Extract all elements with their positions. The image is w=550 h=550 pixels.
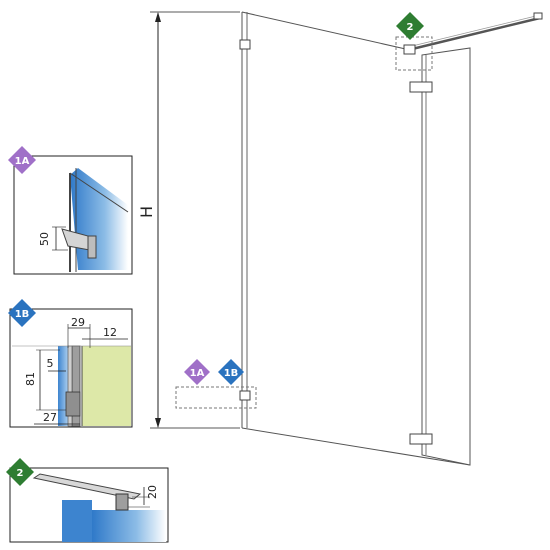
detail-2-glass-right [92, 510, 166, 542]
callout-box-2 [395, 36, 433, 71]
stabilizer-end [533, 12, 543, 20]
dim-81-label: 81 [24, 372, 37, 386]
wall-top-line [241, 11, 411, 51]
detail-2-glass [62, 500, 92, 542]
glass-panel [421, 47, 471, 466]
callout-badge-1b: 1B [218, 359, 244, 385]
callout-badge-1a: 1A [184, 359, 210, 385]
arrow-bottom [155, 418, 161, 428]
detail-1a-top-edge [69, 172, 129, 213]
wall-bottom-line [241, 427, 471, 466]
stabilizer-bar [407, 16, 541, 52]
detail-1b-glass [58, 346, 68, 426]
main-panel-drawing: H 1A 1B 2 [137, 11, 543, 466]
wall-clamp-top [239, 39, 251, 50]
detail-1a-clamp-plate [87, 235, 97, 259]
detail-1a-dim-label: 50 [38, 232, 51, 246]
detail-2-badge: 2 [6, 458, 34, 486]
detail-1a-badge: 1A [8, 146, 36, 174]
detail-1b-wall [82, 346, 131, 426]
detail-1b: 29 12 5 81 27 1B [8, 299, 133, 428]
arrow-top [155, 12, 161, 22]
stabilizer-bar-inner [407, 14, 541, 48]
svg-text:2: 2 [407, 22, 414, 33]
detail-1a: 50 1A [8, 146, 133, 275]
svg-text:1A: 1A [190, 368, 205, 379]
height-label: H [137, 206, 156, 218]
glass-clamp-top [409, 81, 433, 93]
glass-clamp-bottom [409, 433, 433, 445]
dim-5-label: 5 [47, 357, 54, 370]
dim-27-label: 27 [43, 411, 57, 424]
detail-1b-clamp [65, 391, 81, 417]
svg-text:1A: 1A [15, 156, 30, 167]
callout-box-1 [175, 386, 257, 409]
dim-20-label: 20 [146, 485, 159, 499]
callout-badge-2: 2 [396, 12, 424, 40]
dim-12-label: 12 [103, 326, 117, 339]
detail-2: 20 2 [6, 458, 169, 543]
dim-29-label: 29 [71, 316, 85, 329]
wall-clamp-bottom [239, 390, 251, 401]
detail-2-connector [115, 493, 129, 511]
svg-text:2: 2 [17, 468, 24, 479]
detail-1b-badge: 1B [8, 299, 36, 327]
svg-text:1B: 1B [15, 309, 30, 320]
svg-text:1B: 1B [224, 368, 239, 379]
detail-2-bar [32, 473, 142, 500]
bar-connector [403, 44, 416, 55]
